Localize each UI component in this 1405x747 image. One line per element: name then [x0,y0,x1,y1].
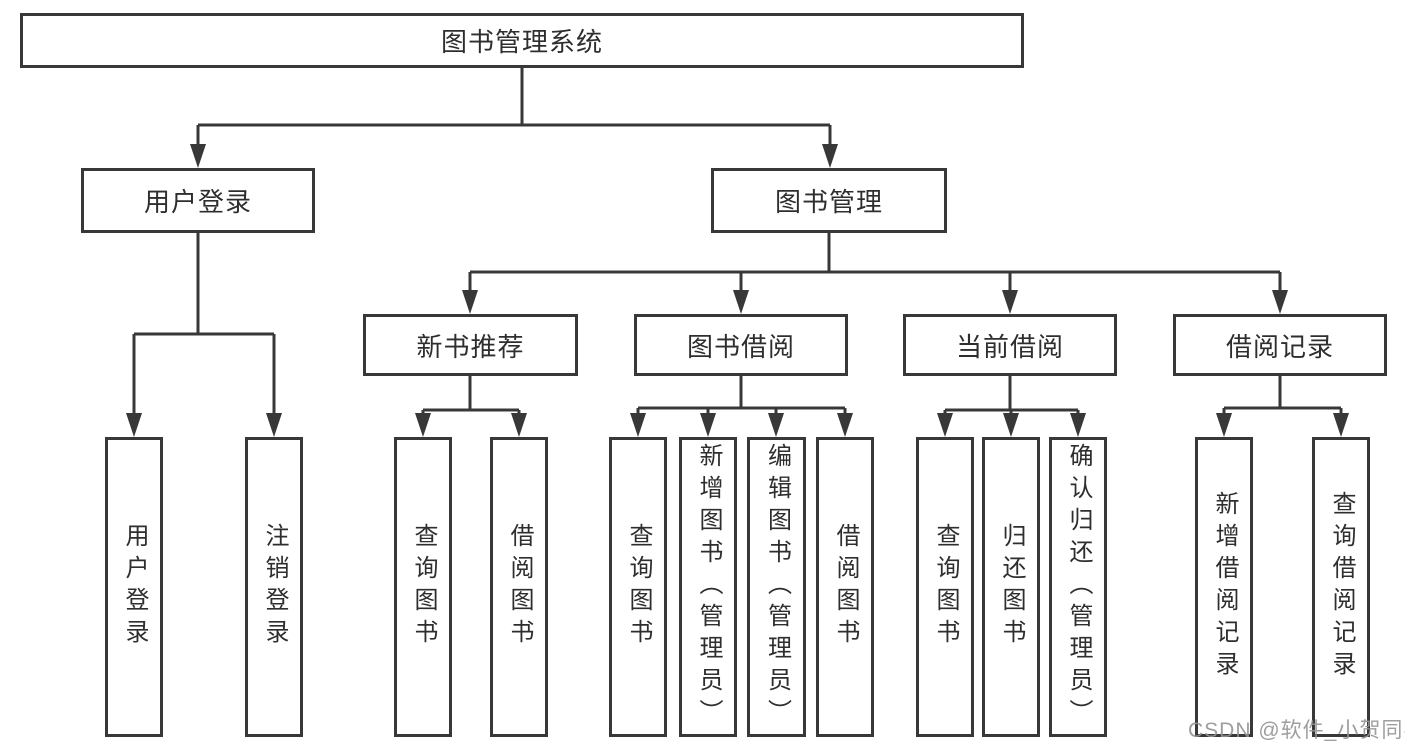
node-book-management: 图书管理 [711,168,947,233]
node-borrowing-records: 借阅记录 [1173,314,1387,376]
leaf-add-books-admin: 新增图书（管理员） [679,437,737,737]
connector-current-borrow-group [943,376,1080,417]
node-root-library-management-system: 图书管理系统 [20,13,1024,68]
leaf-confirm-return-admin: 确认归还（管理员） [1049,437,1107,737]
arrowheads-current-borrow-group [937,413,1086,437]
csdn-watermark: CSDN @软件_小贺同学 [1188,719,1405,742]
leaf-user-login: 用户登录 [105,437,163,737]
arrowheads-user-login-group [126,413,282,437]
leaf-query-books-recommendation: 查询图书 [394,437,452,737]
leaf-add-borrowing-record: 新增借阅记录 [1195,437,1253,737]
arrowheads-level3 [462,290,1288,314]
connector-borrow-record-group [1222,376,1343,417]
leaf-borrow-books-borrowing: 借阅图书 [816,437,874,737]
leaf-logout: 注销登录 [245,437,303,737]
arrowheads-borrow-record-group [1216,413,1349,437]
connector-book-mgmt-to-level3 [468,231,1282,294]
connector-root-to-level2 [196,66,832,148]
node-book-borrowing: 图书借阅 [634,314,848,376]
leaf-edit-books-admin: 编辑图书（管理员） [747,437,806,737]
connector-new-book-group [421,376,521,417]
arrowheads-new-book-group [415,413,527,437]
leaf-query-books-current: 查询图书 [916,437,974,737]
leaf-query-borrowing-record: 查询借阅记录 [1312,437,1370,737]
leaf-borrow-books-recommendation: 借阅图书 [490,437,548,737]
leaf-query-books-borrowing: 查询图书 [609,437,667,737]
node-current-borrowing: 当前借阅 [903,314,1117,376]
connector-user-login-group [132,231,276,417]
arrowheads-level2 [190,144,838,168]
node-new-book-recommendation: 新书推荐 [363,314,578,376]
arrowheads-book-borrow-group [630,413,853,437]
node-user-login: 用户登录 [81,168,315,233]
connector-book-borrow-group [636,376,847,417]
leaf-return-books: 归还图书 [982,437,1040,737]
